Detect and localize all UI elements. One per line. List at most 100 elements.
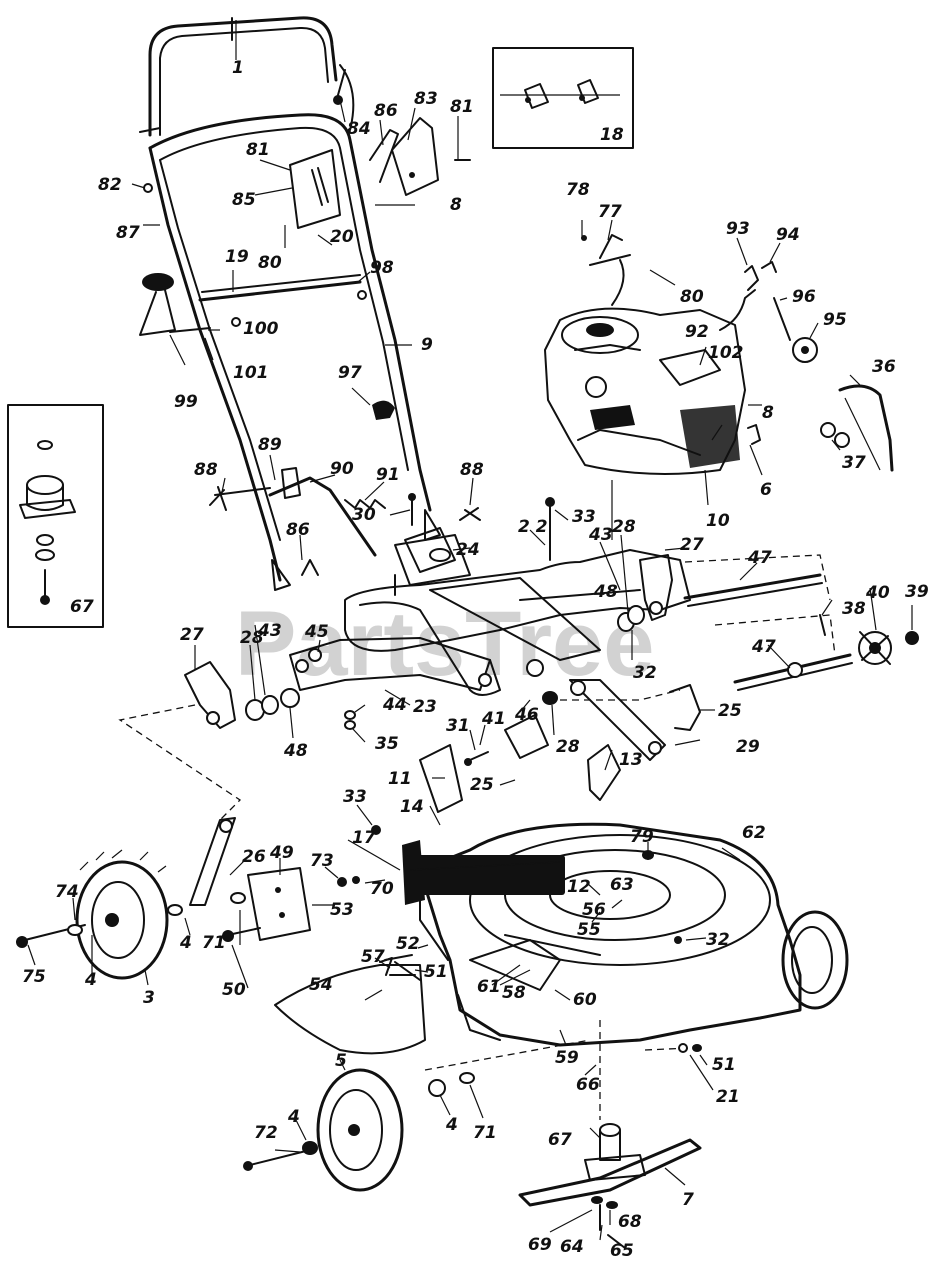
callout-label-14: 14 — [400, 797, 424, 817]
callout-label-59: 59 — [555, 1048, 579, 1068]
callout-label-27a: 27 — [680, 535, 704, 555]
callout-label-90: 90 — [330, 459, 354, 479]
callout-label-101: 101 — [233, 363, 269, 383]
mower-deck — [16, 714, 849, 1249]
callout-label-49: 49 — [269, 843, 294, 863]
callout-label-88a: 88 — [194, 460, 218, 480]
callout-label-89: 89 — [258, 435, 282, 455]
callout-label-37: 37 — [842, 453, 866, 473]
callout-label-82: 82 — [98, 175, 122, 195]
callout-label-18: 18 — [600, 125, 624, 145]
callout-label-48a: 48 — [593, 582, 618, 602]
callout-label-39: 39 — [905, 582, 929, 602]
callout-label-53: 53 — [330, 900, 354, 920]
callout-label-25a: 25 — [718, 701, 742, 721]
callout-label-81a: 81 — [450, 97, 474, 117]
inset-18 — [492, 47, 634, 149]
callout-label-86b: 86 — [286, 520, 310, 540]
callout-label-92: 92 — [685, 322, 709, 342]
callout-label-54: 54 — [309, 975, 333, 995]
callout-label-46: 46 — [514, 705, 539, 725]
callout-label-29: 29 — [736, 737, 760, 757]
callout-label-68: 68 — [618, 1212, 642, 1232]
callout-label-8b: 8 — [762, 403, 774, 423]
callout-label-93: 93 — [726, 219, 750, 239]
callout-label-95: 95 — [823, 310, 847, 330]
callout-label-48b: 48 — [283, 741, 308, 761]
callout-label-61: 61 — [477, 977, 501, 997]
callout-label-57: 57 — [361, 947, 385, 967]
callout-label-31: 31 — [446, 716, 470, 736]
callout-label-60: 60 — [573, 990, 597, 1010]
callout-label-24: 24 — [456, 540, 480, 560]
callout-label-7: 7 — [682, 1190, 694, 1210]
leader-lines — [27, 20, 913, 1241]
callout-label-85: 85 — [232, 190, 256, 210]
callout-label-91: 91 — [376, 465, 400, 485]
callout-label-96: 96 — [792, 287, 816, 307]
callout-label-30: 30 — [352, 505, 376, 525]
callout-label-75: 75 — [22, 967, 46, 987]
callout-label-6: 6 — [760, 480, 772, 500]
callout-label-67a: 67 — [70, 597, 94, 617]
callout-label-35: 35 — [375, 734, 399, 754]
callout-label-66: 66 — [576, 1075, 600, 1095]
callout-label-32a: 32 — [633, 663, 657, 683]
callout-label-43a: 43 — [588, 525, 613, 545]
callout-label-56: 56 — [582, 900, 606, 920]
callout-label-22: 2 2 — [518, 517, 548, 537]
callout-label-52: 52 — [396, 934, 420, 954]
drive-parts — [744, 261, 894, 472]
callout-label-74: 74 — [55, 882, 79, 902]
callout-label-81b: 81 — [246, 140, 270, 160]
callout-label-10: 10 — [706, 511, 730, 531]
callout-label-86: 86 — [374, 101, 398, 121]
callout-label-8a: 8 — [450, 195, 462, 215]
callout-label-72: 72 — [254, 1123, 278, 1143]
callout-label-40: 40 — [865, 583, 890, 603]
callout-label-69: 69 — [528, 1235, 552, 1255]
callout-label-41: 41 — [481, 709, 506, 729]
callout-label-102: 102 — [708, 343, 744, 363]
callout-label-44: 44 — [382, 695, 407, 715]
callout-label-71b: 71 — [473, 1123, 497, 1143]
callout-label-73: 73 — [310, 851, 334, 871]
watermark: PartsTree — [235, 593, 654, 695]
callout-label-51b: 51 — [712, 1055, 736, 1075]
callout-label-4b: 4 — [84, 970, 97, 990]
engine — [544, 234, 761, 475]
callout-label-28c: 28 — [556, 737, 580, 757]
callout-label-26: 26 — [242, 847, 266, 867]
callout-label-80b: 80 — [680, 287, 704, 307]
callout-label-32b: 32 — [706, 930, 730, 950]
callout-label-88b: 88 — [460, 460, 484, 480]
callout-label-83: 83 — [414, 89, 438, 109]
handle-assembly — [139, 16, 481, 591]
callout-label-25b: 25 — [470, 775, 494, 795]
callout-label-71a: 71 — [202, 933, 226, 953]
callout-label-17: 17 — [352, 828, 376, 848]
callout-label-27b: 27 — [180, 625, 204, 645]
callout-label-47a: 47 — [747, 548, 772, 568]
callout-label-99: 99 — [174, 392, 198, 412]
callout-label-77: 77 — [598, 202, 622, 222]
callout-label-9: 9 — [421, 335, 433, 355]
callout-label-1: 1 — [232, 58, 244, 78]
callout-label-47b: 47 — [751, 637, 776, 657]
callout-label-78: 78 — [566, 180, 590, 200]
callout-label-63: 63 — [610, 875, 634, 895]
callout-label-55: 55 — [577, 920, 601, 940]
callout-label-23: 23 — [413, 697, 437, 717]
callout-label-64: 64 — [560, 1237, 584, 1257]
callout-label-5: 5 — [335, 1051, 347, 1071]
inset-67 — [7, 404, 104, 628]
callout-label-3: 3 — [143, 988, 155, 1008]
callout-label-28b: 28 — [240, 628, 264, 648]
callout-label-43b: 43 — [257, 621, 282, 641]
callout-label-51a: 51 — [424, 962, 448, 982]
callout-label-33b: 33 — [343, 787, 367, 807]
callout-label-38: 38 — [842, 599, 866, 619]
